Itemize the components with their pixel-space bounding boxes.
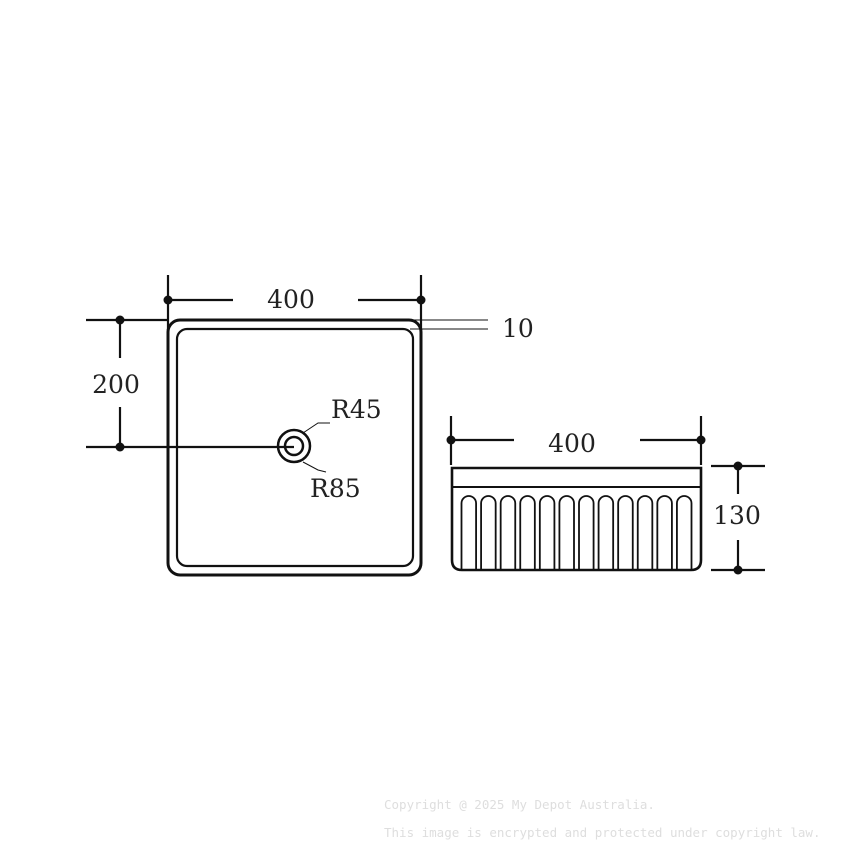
side-flutes <box>460 495 693 570</box>
r45-label: R45 <box>331 395 382 424</box>
top-width-label: 400 <box>267 285 315 314</box>
flute-8 <box>597 495 615 570</box>
rim-dimension <box>410 319 488 330</box>
flute-10 <box>636 495 654 570</box>
r45-leader <box>302 422 330 434</box>
side-width-label: 400 <box>548 429 596 458</box>
depth-label: 200 <box>92 370 140 399</box>
flute-7 <box>578 495 595 570</box>
radius-leaders <box>302 422 330 473</box>
flute-3 <box>499 495 517 570</box>
watermark-line-1: Copyright @ 2025 My Depot Australia. <box>384 797 655 812</box>
side-width-dimension <box>446 416 706 465</box>
depth-dimension <box>86 315 294 452</box>
flute-11 <box>656 495 673 570</box>
flute-9 <box>617 495 634 570</box>
flute-1 <box>460 495 477 570</box>
rim-label: 10 <box>502 314 534 343</box>
r85-leader <box>302 461 327 473</box>
height-label: 130 <box>713 501 761 530</box>
flute-12 <box>676 495 693 570</box>
height-dimension <box>711 461 765 575</box>
flute-5 <box>538 495 556 570</box>
side-view <box>450 466 703 572</box>
r85-label: R85 <box>310 474 361 503</box>
flute-4 <box>519 495 536 570</box>
flute-2 <box>480 495 497 570</box>
watermark-line-2: This image is encrypted and protected un… <box>384 825 821 840</box>
side-body-outline <box>450 466 703 572</box>
flute-6 <box>558 495 575 570</box>
